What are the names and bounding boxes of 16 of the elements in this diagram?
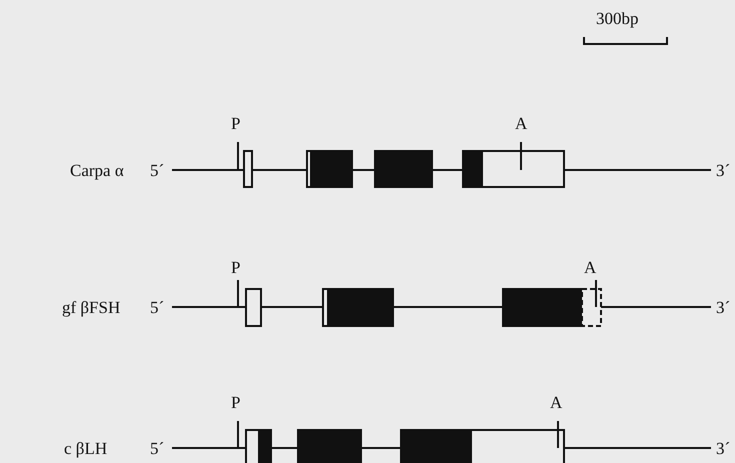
- end-label: 3´: [716, 162, 730, 179]
- site-label: A: [515, 115, 528, 132]
- site-label: P: [231, 394, 240, 411]
- site-label: A: [584, 259, 596, 276]
- site-label: P: [231, 115, 240, 132]
- scale-label: 300bp: [596, 10, 638, 27]
- gene-name: gf βFSH: [62, 299, 120, 316]
- gene-name: c βLH: [64, 440, 108, 457]
- end-label: 5´: [150, 162, 164, 179]
- end-label: 3´: [716, 299, 730, 316]
- gene-name: Carpa α: [70, 162, 124, 179]
- end-label: 5´: [150, 299, 164, 316]
- site-label: A: [550, 394, 562, 411]
- end-label: 5´: [150, 440, 164, 457]
- end-label: 3´: [716, 440, 730, 457]
- site-label: P: [231, 259, 240, 276]
